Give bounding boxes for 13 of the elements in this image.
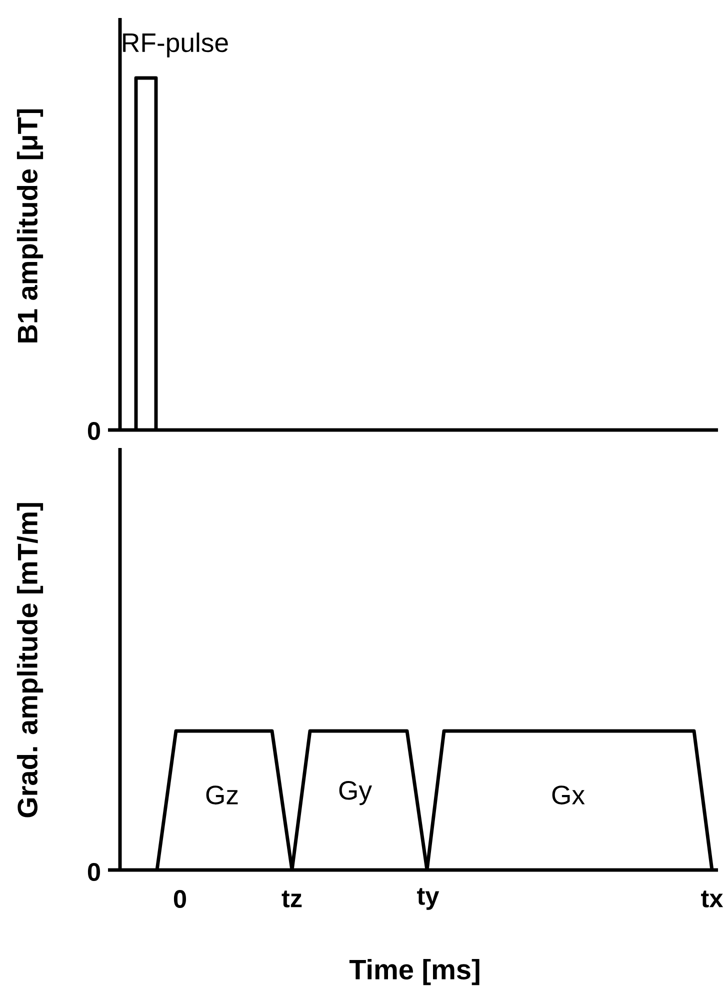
axis-title: Grad. amplitude [mT/m] bbox=[16, 503, 44, 818]
pulse-label: Gx bbox=[552, 786, 585, 804]
axis-title: Time [ms] bbox=[349, 958, 480, 986]
pulse-label: Gz bbox=[206, 786, 238, 804]
tick-label: 0 bbox=[88, 422, 100, 440]
tick-label: tx bbox=[701, 890, 724, 908]
axis-title: B1 amplitude [μT] bbox=[16, 109, 44, 342]
tick-label: ty bbox=[417, 888, 440, 910]
pulse-label: Gy bbox=[339, 780, 372, 806]
pulse-label: RF-pulse bbox=[123, 32, 228, 58]
tick-label: tz bbox=[282, 890, 302, 908]
tick-label: 0 bbox=[174, 890, 186, 908]
tick-label: 0 bbox=[88, 863, 100, 881]
